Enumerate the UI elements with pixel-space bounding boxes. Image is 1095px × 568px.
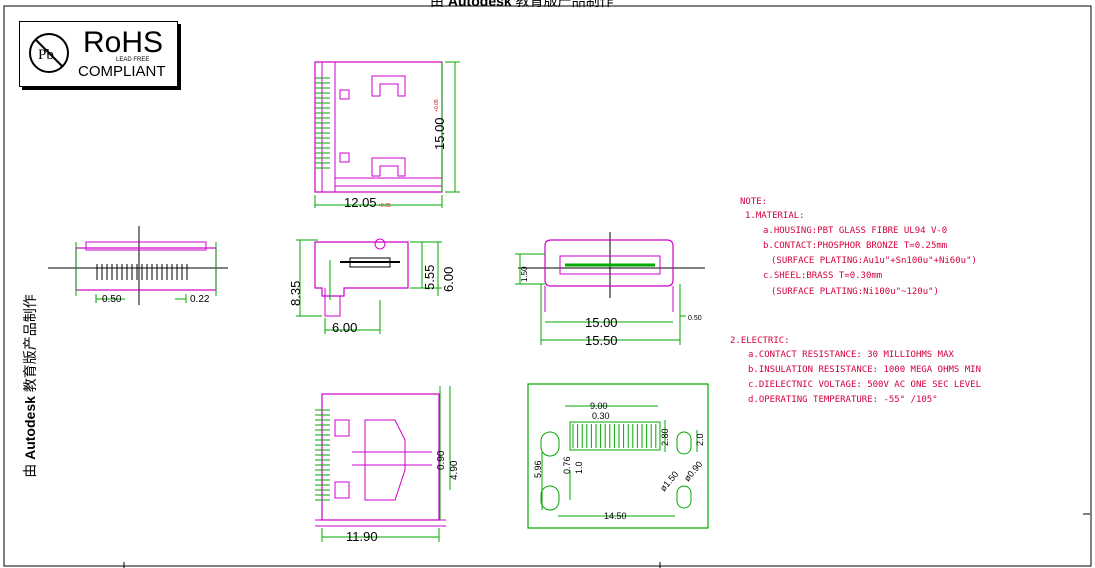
svg-text:+0.05: +0.05 bbox=[378, 203, 391, 209]
side-view bbox=[296, 238, 442, 334]
dim-end-small: 1.50 bbox=[520, 266, 529, 282]
fp-d150: ø1.50 bbox=[658, 469, 680, 493]
note-shell-plating: (SURFACE PLATING:Ni100u"~120u") bbox=[771, 287, 939, 297]
note-insulation: b.INSULATION RESISTANCE: 1000 MEGA OHMS … bbox=[748, 365, 981, 375]
note-voltage: c.DIELECTNIC VOLTAGE: 500V AC ONE SEC LE… bbox=[748, 380, 981, 390]
svg-text:+0.05: +0.05 bbox=[434, 99, 440, 112]
end-view bbox=[515, 232, 705, 345]
fp-w9: 9.00 bbox=[590, 401, 608, 411]
note-resistance: a.CONTACT RESISTANCE: 30 MILLIOHMS MAX bbox=[748, 350, 954, 360]
dim-end-w1: 15.00 bbox=[585, 315, 618, 330]
svg-text:Pb: Pb bbox=[38, 47, 54, 63]
note-shell: c.SHEEL:BRASS T=0.30mm bbox=[763, 271, 883, 281]
fp-w1450: 14.50 bbox=[604, 511, 627, 521]
dim-front-pin: 0.22 bbox=[190, 294, 210, 305]
pcb-footprint bbox=[527, 383, 709, 529]
note-heading: NOTE: bbox=[740, 197, 768, 207]
note-electric: 2.ELECTRIC: bbox=[730, 336, 790, 346]
fp-d280: 2.80 bbox=[660, 428, 670, 446]
dim-end-gap: 0.50 bbox=[688, 315, 702, 322]
dim-top-width: 12.05 bbox=[344, 195, 377, 210]
note-housing: a.HOUSING:PBT GLASS FIBRE UL94 V-0 bbox=[763, 226, 948, 236]
sheet-border bbox=[3, 5, 1092, 567]
note-contact-plating: (SURFACE PLATING:Au1u"+Sn100u"+Ni60u") bbox=[771, 256, 977, 266]
bottom-view bbox=[315, 386, 451, 542]
dim-bottom-h2: 4.90 bbox=[449, 460, 460, 480]
fp-d20: 2.0 bbox=[695, 433, 705, 446]
rohs-sub: LEAD FREE bbox=[116, 57, 150, 63]
fp-pitch: 0.30 bbox=[592, 411, 610, 421]
top-view bbox=[314, 61, 460, 208]
dim-side-h2: 5.55 bbox=[422, 265, 437, 290]
dim-side-width: 6.00 bbox=[332, 320, 357, 335]
dim-bottom-width: 11.90 bbox=[346, 529, 378, 544]
fp-d596: 5.96 bbox=[533, 460, 543, 478]
front-view bbox=[48, 226, 228, 305]
fp-d076: 0.76 bbox=[562, 456, 572, 474]
fp-d090: ø0.90 bbox=[682, 459, 704, 483]
dim-bottom-h1: 0.90 bbox=[436, 450, 447, 470]
dim-front-pitch: 0.50 bbox=[102, 294, 122, 305]
lead-free-pb-icon: Pb bbox=[29, 33, 69, 73]
dim-side-h3: 6.00 bbox=[441, 267, 456, 292]
dim-end-w2: 15.50 bbox=[585, 333, 618, 348]
rohs-compliant: COMPLIANT bbox=[78, 63, 166, 80]
note-temperature: d.OPERATING TEMPERATURE: -55° /105° bbox=[748, 395, 938, 405]
rohs-badge: Pb RoHS LEAD FREE COMPLIANT bbox=[19, 21, 178, 87]
note-contact: b.CONTACT:PHOSPHOR BRONZE T=0.25mm bbox=[763, 241, 948, 251]
dim-side-height: 8.35 bbox=[288, 281, 303, 306]
rohs-title: RoHS bbox=[83, 26, 164, 59]
watermark-top: 由 Autodesk 教育版产品制作 bbox=[430, 0, 614, 9]
fp-d10: 1.0 bbox=[574, 461, 584, 474]
dim-top-height: 15.00 bbox=[432, 117, 447, 150]
note-material: 1.MATERIAL: bbox=[745, 211, 805, 221]
